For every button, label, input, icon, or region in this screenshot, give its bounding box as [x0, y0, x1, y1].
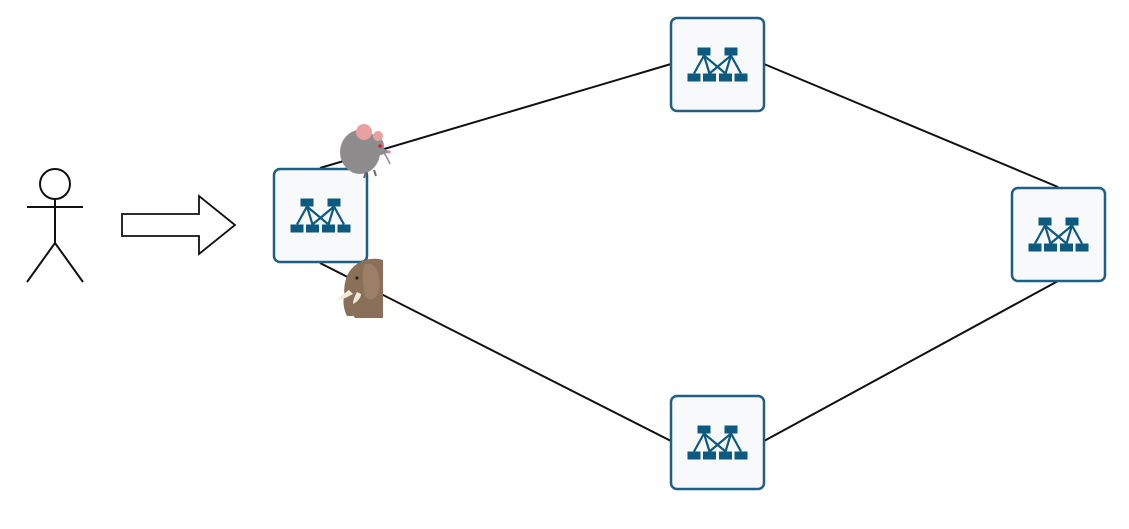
right-arrow-icon — [121, 194, 237, 256]
switch-node-right[interactable] — [1010, 186, 1107, 283]
link-top-right — [763, 63, 1059, 188]
switch-node-left[interactable] — [272, 167, 369, 264]
elephant-icon — [337, 258, 383, 318]
mouse-icon — [340, 124, 391, 179]
link-bottom-right — [763, 280, 1059, 442]
stick-figure-user-icon — [26, 168, 84, 283]
switch-node-top[interactable] — [669, 16, 766, 113]
switch-node-bottom[interactable] — [669, 394, 766, 491]
